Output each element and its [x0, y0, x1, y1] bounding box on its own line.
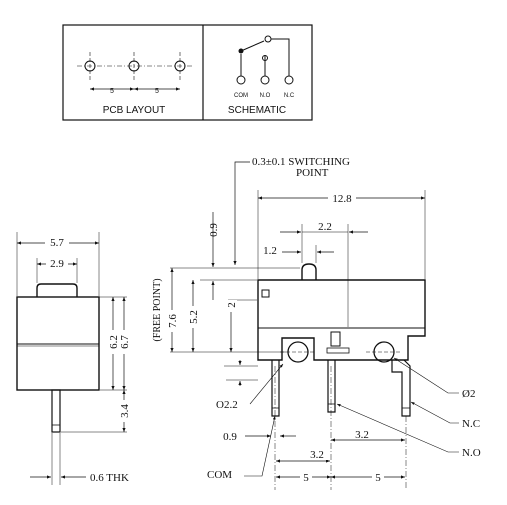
side-actuator: [36, 283, 78, 297]
pin-com-label: COM: [207, 469, 232, 481]
actuator-position: 1.2: [263, 245, 277, 257]
pcb-hole-nc: [174, 60, 186, 72]
side-pin: [51, 389, 61, 433]
side-view: 5.7 2.9 6.2 6.7 3.4 0.6 THK: [16, 232, 131, 485]
actuator-offset: 0.9: [208, 223, 220, 237]
pin-nc: [391, 359, 411, 417]
pcb-layout-label: PCB LAYOUT: [103, 105, 166, 116]
side-height-outer: 6.7: [119, 335, 131, 349]
pin-slot-dim: O2.2: [216, 399, 238, 411]
dim-3-2-left: 3.2: [310, 449, 324, 461]
pcb-hole-no: [128, 60, 140, 72]
schematic-pin-com: COM: [234, 93, 248, 99]
pcb-hole-com: [84, 60, 96, 72]
schematic-pin-nc: N.C: [284, 93, 295, 99]
pin-no-label: N.O: [462, 447, 481, 459]
pin-nc-label: N.C: [462, 418, 480, 430]
pcb-dim-left: 5: [110, 88, 114, 95]
actuator-width: 2.2: [318, 221, 332, 233]
front-body: [257, 279, 426, 361]
dim-2: 2: [226, 302, 238, 308]
dim-0-9: 0.9: [223, 431, 237, 443]
free-point-label: (FREE POINT): [152, 278, 163, 341]
dim-5-2: 5.2: [188, 310, 200, 324]
side-pin-length: 3.4: [119, 404, 131, 418]
side-thickness: 0.6 THK: [90, 472, 129, 484]
pcb-dim-right: 5: [155, 88, 159, 95]
free-point-height: 7.6: [167, 314, 179, 328]
switching-point-line2: POINT: [296, 167, 329, 179]
pitch-right: 5: [375, 472, 381, 484]
pin-no: [327, 360, 336, 413]
side-width-actuator: 2.9: [50, 258, 64, 270]
side-height-inner: 6.2: [108, 335, 120, 349]
side-width-top: 5.7: [50, 237, 64, 249]
pitch-left: 5: [303, 472, 309, 484]
schematic-pin-no: N.O: [260, 93, 271, 99]
overall-width: 12.8: [332, 193, 352, 205]
schematic: COM N.O N.C SCHEMATIC: [228, 35, 295, 116]
front-actuator: [301, 263, 317, 280]
front-marker-square: [261, 289, 270, 298]
switching-point-line1: 0.3±0.1 SWITCHING: [252, 156, 350, 168]
pcb-layout: 5 5 PCB LAYOUT: [77, 52, 192, 116]
schematic-label: SCHEMATIC: [228, 105, 286, 116]
dim-3-2-right: 3.2: [355, 429, 369, 441]
front-view: 0.3±0.1 SWITCHING POINT 12.8 0.9 2.2 1.2…: [152, 156, 481, 490]
hole-diameter: Ø2: [462, 388, 475, 400]
legend-box: 5 5 PCB LAYOUT COM N.O N.C SCHEMATIC: [62, 24, 313, 121]
